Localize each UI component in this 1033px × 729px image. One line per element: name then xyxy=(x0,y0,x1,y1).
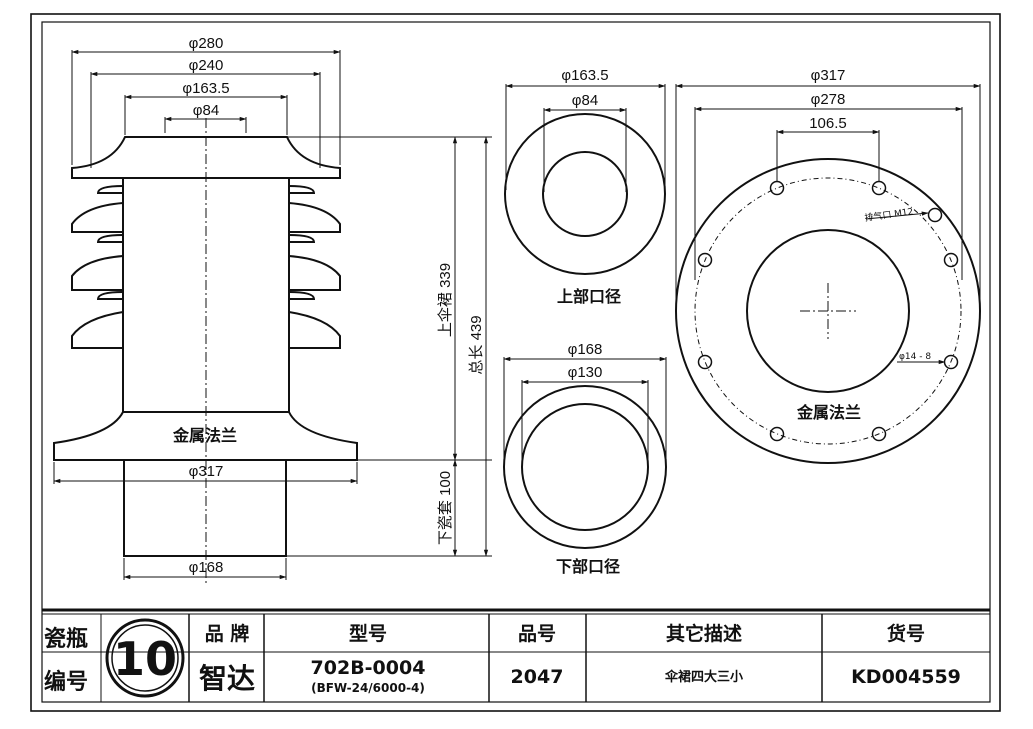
top-opening-view xyxy=(504,83,666,275)
flange-dim-106-5: 106.5 xyxy=(809,115,847,132)
dim-168-side: φ168 xyxy=(189,559,224,576)
side-view-dimensions xyxy=(53,49,492,580)
bottom-dim-168: φ168 xyxy=(568,341,603,358)
insulator-side-view xyxy=(53,118,358,585)
top-dim-84: φ84 xyxy=(572,92,598,109)
dim-84: φ84 xyxy=(193,102,219,119)
title-block xyxy=(42,614,990,702)
hole-label: φ14 - 8 xyxy=(899,352,931,362)
model-value: 702B-0004 xyxy=(311,657,426,679)
desc-header: 其它描述 xyxy=(666,622,742,645)
flange-label: 金属法兰 xyxy=(172,426,237,445)
flange-dim-317: φ317 xyxy=(811,67,846,84)
flange-plan-view xyxy=(675,83,981,464)
desc-value: 伞裙四大三小 xyxy=(664,669,743,685)
code-number: 10 xyxy=(113,632,177,686)
inner-frame xyxy=(41,21,991,703)
bottom-dim-130: φ130 xyxy=(568,364,603,381)
model-header: 型号 xyxy=(349,622,387,645)
item-value: 2047 xyxy=(511,666,564,688)
bottom-caption: 下部口径 xyxy=(556,557,620,576)
flange-caption: 金属法兰 xyxy=(796,403,861,422)
sku-header: 货号 xyxy=(887,622,925,645)
brand-value: 智达 xyxy=(199,662,255,695)
code-label-2: 编号 xyxy=(44,669,88,695)
lower-sleeve-dim: 下瓷套 100 xyxy=(437,471,454,545)
code-label-1: 瓷瓶 xyxy=(44,627,88,652)
top-dim-163-5: φ163.5 xyxy=(561,67,608,84)
dim-317-side: φ317 xyxy=(189,463,224,480)
top-caption: 上部口径 xyxy=(557,287,621,306)
sku-value: KD004559 xyxy=(851,666,961,688)
outer-frame xyxy=(30,13,1001,712)
flange-dim-278: φ278 xyxy=(811,91,846,108)
dim-240: φ240 xyxy=(189,57,224,74)
model-sub: (BFW-24/6000-4) xyxy=(311,681,425,695)
dim-163-5: φ163.5 xyxy=(182,80,229,97)
total-length-dim: 总长 439 xyxy=(468,315,485,374)
dim-280: φ280 xyxy=(189,35,224,52)
upper-skirt-dim: 上伞裙 339 xyxy=(437,263,454,337)
item-header: 品号 xyxy=(518,623,556,645)
bottom-opening-view xyxy=(503,356,667,549)
brand-header: 品 牌 xyxy=(205,622,250,645)
vent-label: 排气口 M12 xyxy=(864,205,914,224)
